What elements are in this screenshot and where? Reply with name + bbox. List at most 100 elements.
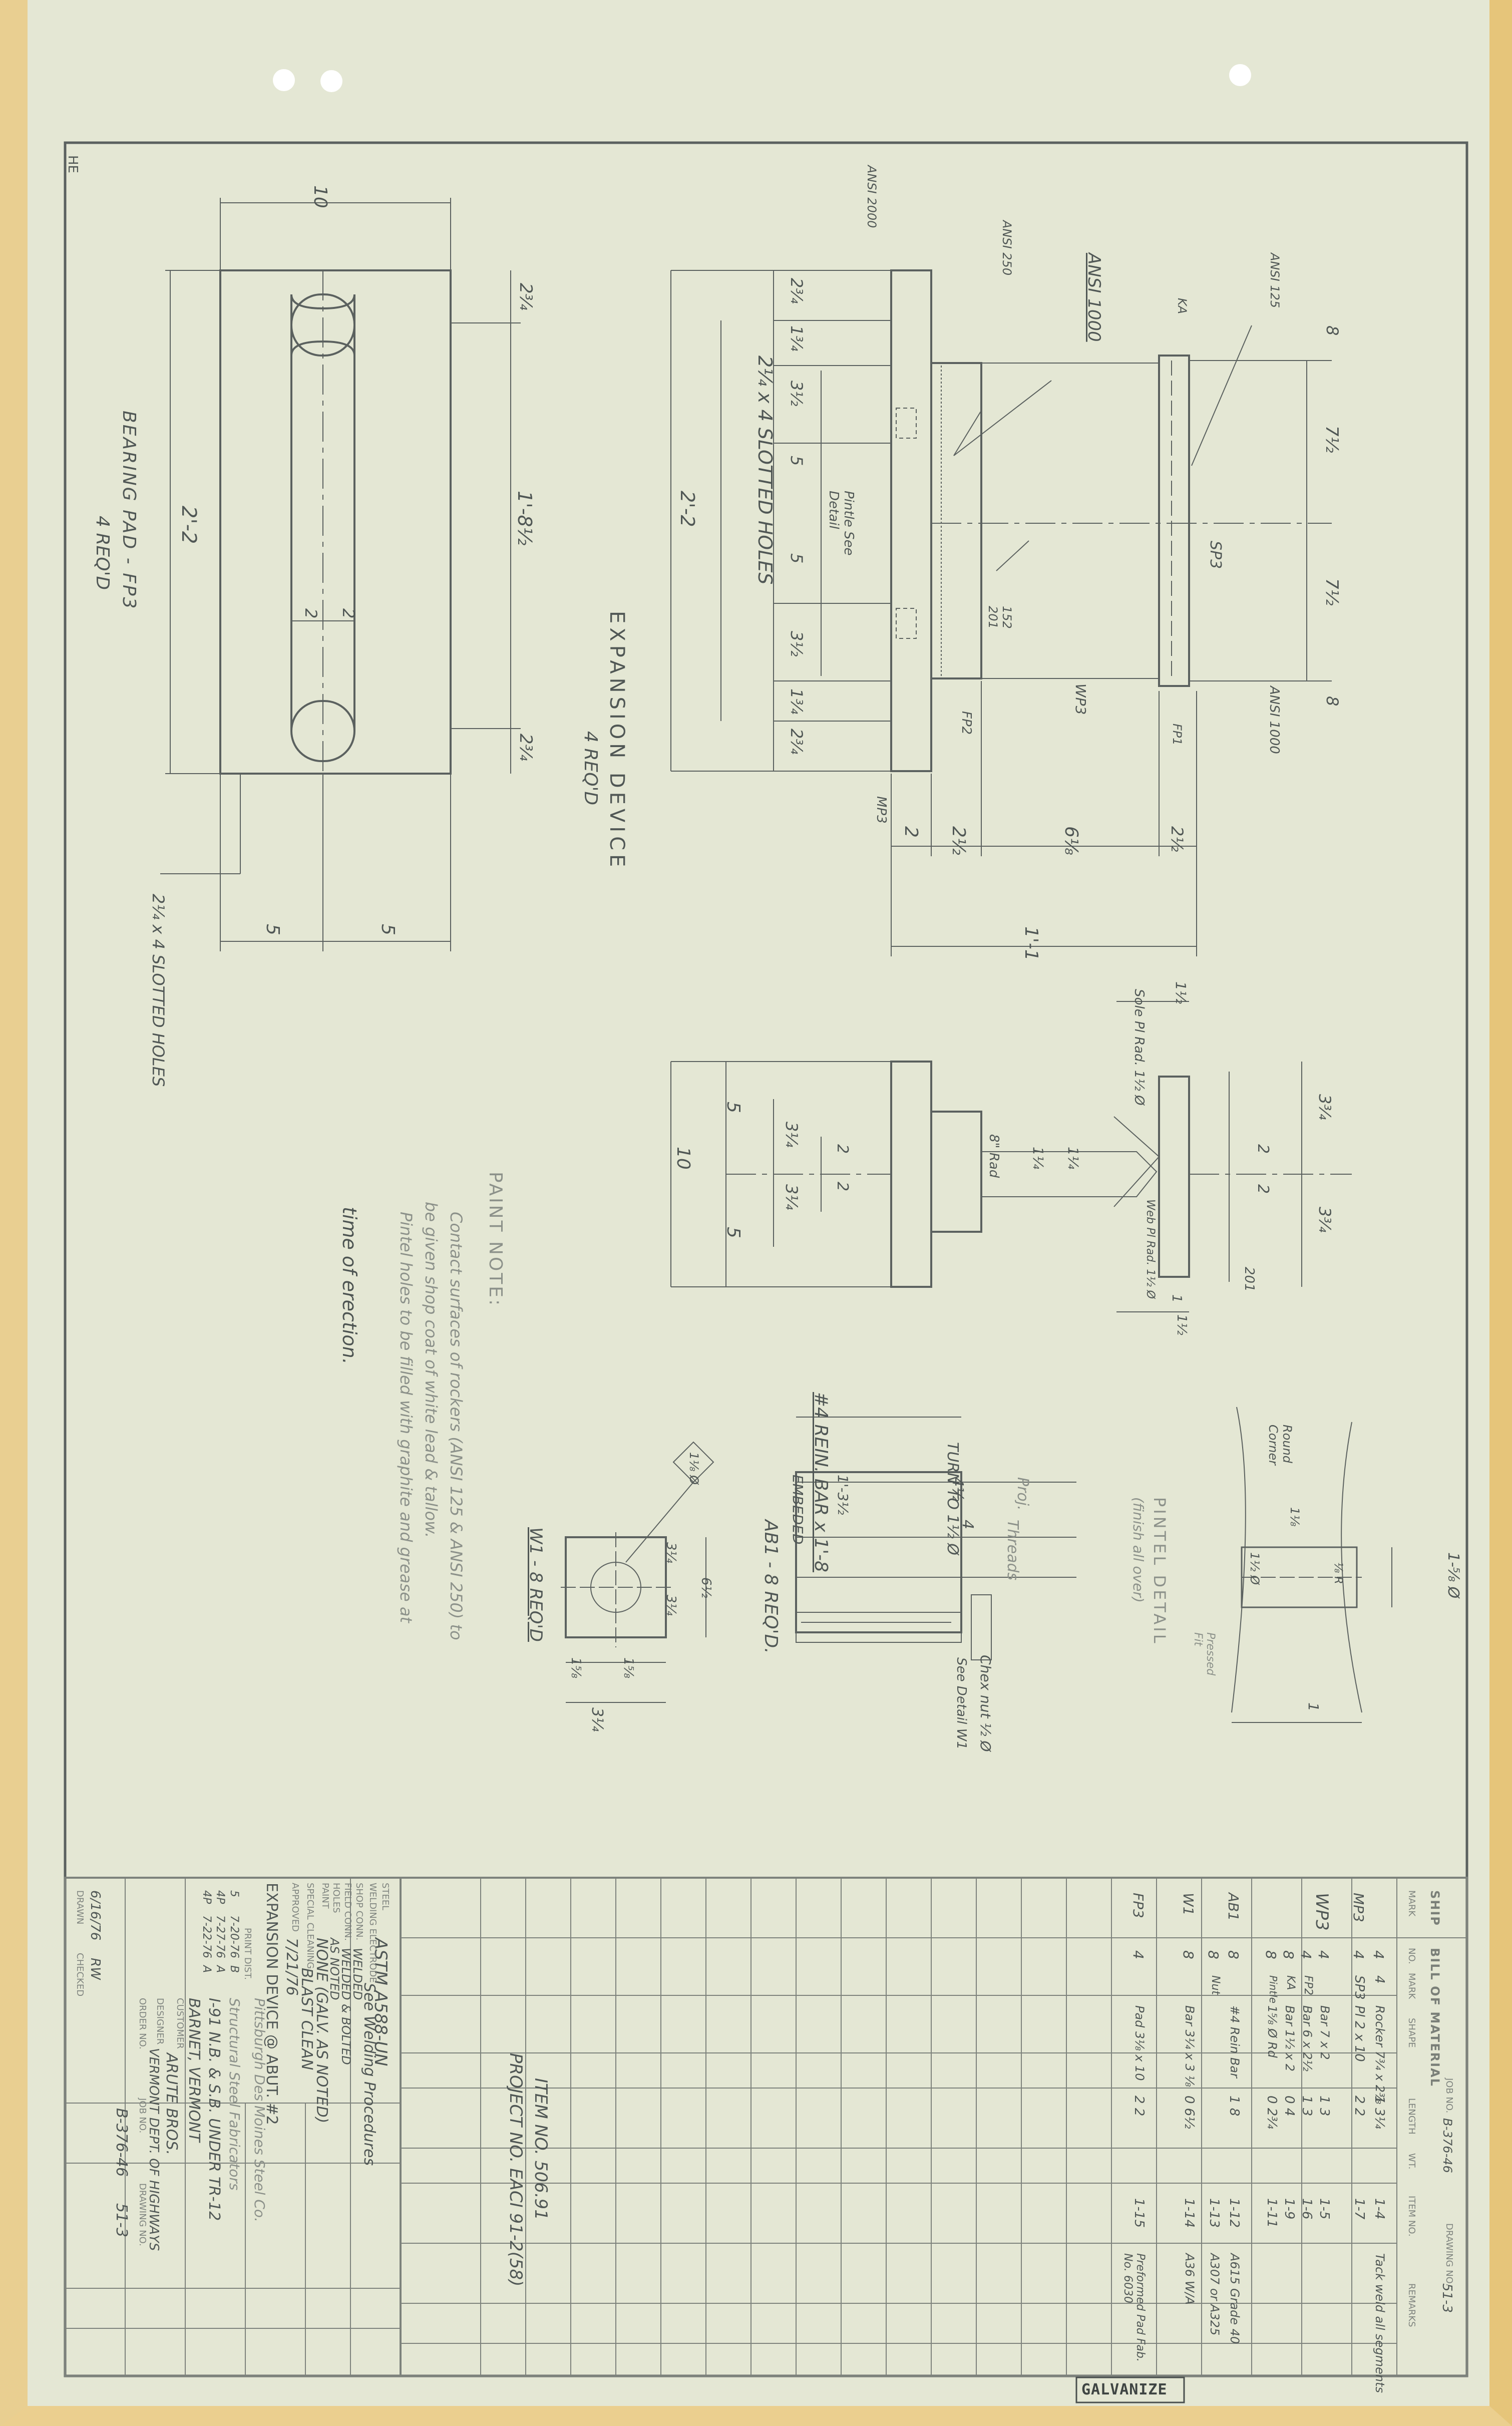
pintel-sub: (finish all over) <box>1130 1497 1147 1603</box>
bom-row-7-no: 8 <box>1225 1950 1242 1959</box>
label-ansi1000-a: ANSI 1000 <box>1084 253 1104 342</box>
expansion-device-pintle-note: Pintle See Detail <box>826 491 856 556</box>
bom-row-7-remarks: A615 Grade 40 <box>1228 2253 1242 2344</box>
revision-2-no: 4P <box>214 1890 226 1904</box>
section-center-dim-1: 2 <box>834 1144 851 1154</box>
paint-note-line-2: be given shop coat of white lead & tallo… <box>422 1202 441 1538</box>
expansion-total-dim: 1'-1 <box>1021 926 1041 961</box>
section-sole-note: Sole Pl Rad. 1½ Ø <box>1131 989 1147 1106</box>
anchor-bolt-proj-val: 4½ <box>949 1477 966 1502</box>
bearing-pad-title: BEARING PAD - FP3 <box>119 411 139 610</box>
bom-row-10-shape: Pad 3⅛ x 10 <box>1132 2005 1147 2081</box>
company-name: Pittsburgh Des Moines Steel Co. <box>251 1998 268 2222</box>
paint-note-line-3: Pintel holes to be filled with graphite … <box>397 1212 416 1623</box>
section-bot-dim-2: 1½ <box>1174 1314 1189 1335</box>
anchor-bolt-nut: Chex nut ½ Ø <box>977 1655 994 1752</box>
section-view-drawing <box>670 1001 1352 1312</box>
corner-mark: HE <box>65 155 80 173</box>
bom-row-5-shape: Bar 1½ x 2 <box>1283 2005 1297 2071</box>
bom-row-2-sub: SP3 <box>1352 1975 1367 2000</box>
expansion-device-dim-7: 1¾ <box>787 688 806 715</box>
section-top-dim: 1½ <box>1173 981 1189 1004</box>
label-fp2: FP2 <box>959 711 974 735</box>
expansion-device-dim-5: 5 <box>787 553 806 564</box>
expansion-right-dim-1: 8 <box>1323 325 1342 336</box>
bom-row-7-shape: #4 Rein Bar <box>1228 2005 1242 2078</box>
bom-header-length: LENGTH <box>1406 2098 1417 2135</box>
expansion-device-dim-6: 3½ <box>787 631 806 657</box>
spec-welding: See Welding Procedures <box>360 1983 378 2166</box>
anchor-bolt-title: #4 REIN. BAR x 1'-8 <box>811 1392 831 1572</box>
section-inner-dim-2: 3¼ <box>782 1184 801 1210</box>
bearing-pad-inner-dim: 1'-8½ <box>514 491 536 546</box>
spec-paint: NONE (GALV. AS NOTED) <box>313 1938 330 2124</box>
expansion-device-title: EXPANSION DEVICE <box>605 611 628 871</box>
bom-row-10-item: 1-15 <box>1131 2198 1147 2228</box>
section-center-dim-2: 2 <box>834 1182 851 1192</box>
anchor-bolt-see: See Detail W1 <box>954 1657 969 1750</box>
bom-row-9-remarks: A36 W/A <box>1183 2253 1197 2305</box>
revision-1-no: 5 <box>228 1890 240 1897</box>
customer-value: ARUTE BROS. <box>163 2053 180 2155</box>
checked-label: CHECKED <box>75 1953 85 1997</box>
bom-row-3-mark: WP3 <box>1312 1893 1332 1931</box>
expansion-device-drawing <box>670 269 1332 956</box>
bom-row-6-no: 8 <box>1263 1950 1279 1959</box>
washer-dim-6: 3¼ <box>588 1707 606 1732</box>
expansion-device-dim-8: 2¾ <box>787 729 806 755</box>
spec-approved: 7/21/76 <box>283 1938 300 1996</box>
bom-row-7-length: 1 8 <box>1227 2096 1242 2117</box>
tb-drawing-no-label: DRAWING NO. <box>137 2183 148 2246</box>
spec-shop-label: SHOP CONN. <box>354 1883 364 1941</box>
expansion-device-dim-2: 1¾ <box>787 325 806 352</box>
bom-row-9-no: 8 <box>1180 1950 1197 1959</box>
company-address: Structural Steel Fabricators <box>226 1998 243 2191</box>
label-ka: KA <box>1175 298 1189 314</box>
bom-header-mark-2: MARK <box>1406 1973 1417 1999</box>
bom-row-5-sub: KA <box>1284 1975 1297 1990</box>
pintel-title: PINTEL DETAIL <box>1150 1497 1169 1646</box>
revision-1-mark: B <box>228 1965 240 1973</box>
job-location: BARNET, VERMONT <box>185 1998 203 2142</box>
label-sp3: SP3 <box>1207 541 1224 569</box>
paint-note-title: PAINT NOTE: <box>485 1172 506 1308</box>
bearing-pad-end-bottom-dim: 2¾ <box>516 734 536 761</box>
bom-item-no: ITEM NO. 506.91 <box>531 2078 551 2220</box>
expansion-bottom-dim-4: 2½ <box>1168 826 1187 852</box>
washer-mark: W1 - 8 REQ'D <box>526 1527 546 1642</box>
bom-row-8-remarks: A307 or A325 <box>1208 2253 1222 2336</box>
section-dim-left-1: 5 <box>723 1102 743 1113</box>
job-no-value: B-376-46 <box>1440 2118 1454 2173</box>
bom-title: BILL OF MATERIAL <box>1428 1948 1442 2087</box>
bom-row-5-item: 1-9 <box>1282 2198 1297 2220</box>
bom-header-ship: SHIP <box>1428 1890 1442 1926</box>
section-right-dim-2: 3¾ <box>1315 1207 1334 1233</box>
bom-row-1-remarks: Tack weld all segments <box>1373 2253 1387 2393</box>
drawn-value: 6/16/76 <box>88 1890 103 1941</box>
bearing-pad-end-top-dim: 2¾ <box>516 283 536 310</box>
label-ansi250: ANSI 250 <box>1000 220 1014 276</box>
punch-hole <box>320 70 342 92</box>
anchor-bolt-proj-label: Proj. <box>1014 1477 1031 1511</box>
bom-row-4-sub: FP2 <box>1302 1975 1314 1995</box>
section-radius-label: 8" Rad <box>986 1134 1001 1178</box>
pintel-d2: 1½ Ø <box>1248 1552 1262 1585</box>
designer-value: VERMONT DEPT. OF HIGHWAYS <box>146 2048 161 2251</box>
bom-row-4-shape: Bar 6 x 2½ <box>1300 2005 1314 2071</box>
spec-welding-label: WELDING ELECTRODE <box>367 1883 378 1983</box>
galvanize-stamp: GALVANIZE <box>1081 2381 1168 2398</box>
bom-row-9-mark: W1 <box>1180 1893 1197 1916</box>
section-overall-dim: 10 <box>673 1147 693 1170</box>
punch-hole <box>1229 64 1251 86</box>
tb-drawing-no-value: 51-3 <box>113 2203 130 2238</box>
washer-dim-3: 3¼ <box>663 1595 678 1616</box>
expansion-right-dim-4: 8 <box>1323 696 1342 707</box>
bearing-pad-width-dim: 10 <box>310 185 330 208</box>
expansion-device-slot-note: 2¼ x 4 SLOTTED HOLES <box>754 356 776 585</box>
label-ansi125: ANSI 125 <box>1268 253 1282 308</box>
anchor-bolt-qty: AB1 - 8 REQ'D. <box>761 1520 781 1654</box>
bom-row-2-no: 4 <box>1350 1950 1367 1959</box>
revision-1-date: 7-20-76 <box>228 1915 240 1958</box>
